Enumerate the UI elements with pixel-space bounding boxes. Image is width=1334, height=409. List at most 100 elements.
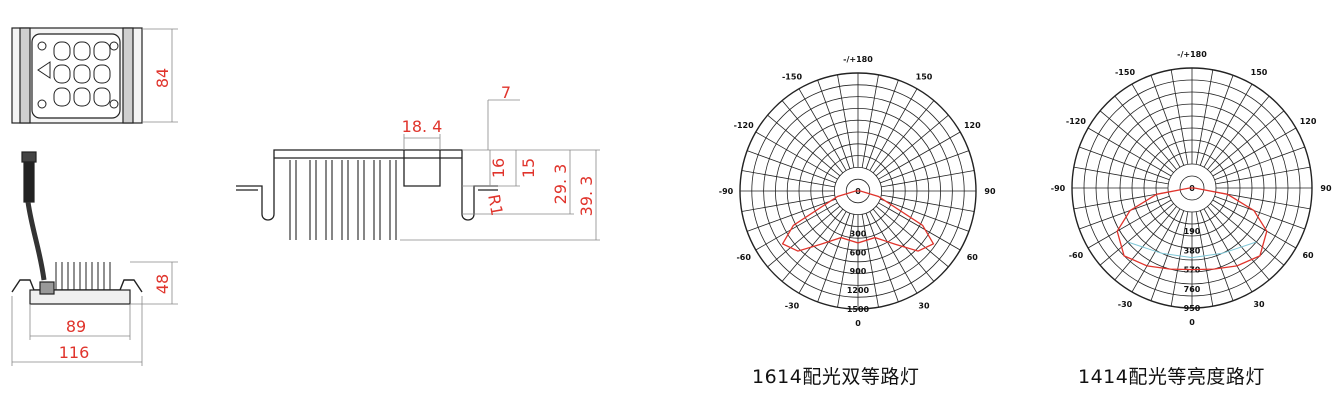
polar-angle-label: -90 [719,187,734,196]
polar-radial-label: 950 [1184,304,1201,313]
caption-1414: 1414配光等亮度路灯 [1078,366,1265,388]
caption-1614: 1614配光双等路灯 [752,366,920,388]
polar-angle-label: -30 [785,301,800,310]
polar-angle-label: 30 [918,301,930,310]
polar-spoke [1073,166,1169,185]
cross-section-dimensions [400,99,600,241]
polar-spoke [1195,69,1214,165]
polar-spoke [880,150,970,184]
polar-radial-label: 900 [850,267,867,276]
polar-spoke [865,213,899,303]
polar-spoke [1131,208,1181,293]
dim-48-label: 48 [153,274,172,294]
polar-spoke [875,114,949,177]
polar-spoke [767,205,841,268]
top-view-module [11,27,143,124]
polar-angle-label: -/+180 [843,55,873,64]
polar-spoke [865,79,899,169]
polar-spoke [1212,127,1297,177]
polar-spoke [872,208,935,282]
polar-angle-label: -120 [734,121,754,130]
polar-spoke [781,208,844,282]
polar-spoke [746,150,836,184]
polar-spoke [872,100,935,174]
polar-spoke [880,198,970,232]
polar-angle-label: -/+180 [1177,50,1207,59]
polar-spoke [861,214,879,308]
polar-radial-label: 1200 [847,286,870,295]
polar-angle-label: -150 [782,73,802,82]
polar-angle-label: 60 [1302,251,1314,260]
polar-spoke [1170,69,1189,165]
polar-ring [845,178,871,204]
polar-spoke [869,211,918,294]
polar-spoke [781,100,844,174]
polar-angle-label: 30 [1253,300,1265,309]
polar-spoke [817,79,851,169]
polar-spoke [767,114,841,177]
secondary-distribution-curve [1127,241,1257,259]
polar-radial-label: 190 [1184,227,1201,236]
polar-radial-label: 600 [850,248,867,257]
polar-spoke [1079,195,1170,230]
dim-89-label: 89 [66,317,86,336]
polar-spoke [1087,127,1172,177]
side-view-dimensions [11,261,178,366]
polar-spoke [798,211,847,294]
polar-angle-label: -60 [1069,251,1084,260]
polar-radial-label: 760 [1184,285,1201,294]
polar-spoke [1170,211,1189,307]
dim-84-label: 84 [153,68,172,88]
polar-spoke [881,194,975,212]
cross-section-profile [236,149,498,240]
side-view-module [11,151,143,305]
dim-18-4-label: 18. 4 [402,117,443,136]
polar-spoke [1212,199,1297,249]
polar-spoke [817,213,851,303]
polar-spoke [1099,203,1174,266]
polar-spoke [1215,191,1311,210]
polar-spoke [798,88,847,171]
dim-r1-label: R1 [484,193,506,217]
polar-spoke [837,214,855,308]
light-distribution-curve [781,190,935,252]
polar-angle-label: -30 [1118,300,1133,309]
polar-angle-label: -60 [736,253,751,262]
polar-radial-label: 380 [1184,246,1201,255]
polar-ring [1179,175,1205,201]
height-84-dimension [142,28,178,123]
polar-spoke [1207,206,1270,281]
polar-spoke [878,202,961,251]
polar-spoke [1203,208,1253,293]
polar-angle-label: -120 [1066,117,1086,126]
polar-angle-label: 90 [984,187,996,196]
polar-spoke [1199,210,1234,301]
polar-spoke [755,131,838,180]
polar-spoke [755,202,838,251]
polar-angle-label: 0 [855,319,861,328]
polar-angle-label: 150 [1251,68,1268,77]
polar-spoke [1215,166,1311,185]
polar-spoke [1114,95,1177,170]
polar-angle-label: 120 [964,121,981,130]
dim-15-label: 15 [519,158,538,178]
polar-spoke [869,88,918,171]
polar-chart-1414: -/+1801501209060300-30-60-90-120-1500190… [1051,50,1332,327]
polar-radial-label: 1500 [847,305,870,314]
polar-angle-label: -90 [1051,184,1066,193]
polar-angle-label: 150 [916,73,933,82]
polar-spoke [1214,146,1305,181]
polar-spoke [1210,203,1285,266]
polar-spoke [861,74,879,168]
polar-spoke [1073,191,1169,210]
polar-spoke [741,170,835,188]
polar-spoke [1079,146,1170,181]
polar-spoke [878,131,961,180]
polar-spoke [746,198,836,232]
polar-spoke [1199,75,1234,166]
polar-spoke [1195,211,1214,307]
polar-angle-label: 90 [1320,184,1332,193]
polar-spoke [1099,110,1174,173]
polar-spoke [1150,75,1185,166]
